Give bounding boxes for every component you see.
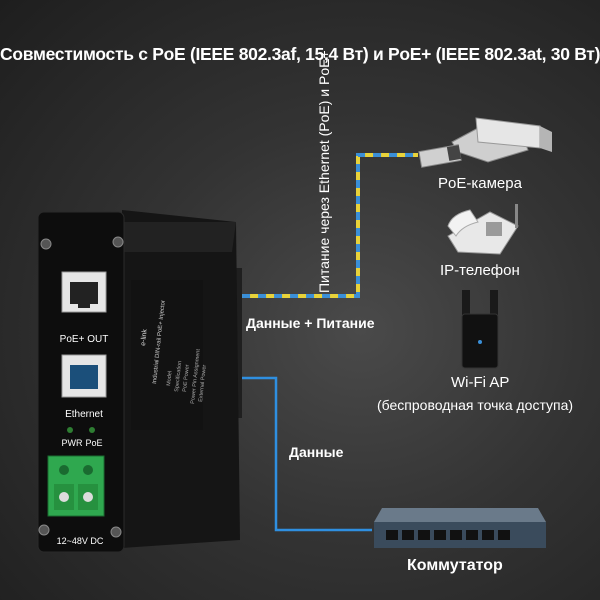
screw-icon	[38, 524, 50, 536]
data-label: Данные	[289, 444, 344, 460]
ap-label: Wi-Fi AP	[451, 374, 510, 391]
spec-line: Model	[166, 371, 174, 387]
brand-text: e-link	[140, 328, 149, 346]
port-out-label: PoE+ OUT	[60, 334, 109, 345]
camera-label: PoE-камера	[438, 175, 522, 192]
spec-line: External Power	[198, 364, 208, 402]
spec-line: Specification	[174, 361, 183, 393]
poe-led-icon	[89, 427, 95, 433]
screw-icon	[40, 238, 52, 250]
dc-terminal-block	[47, 455, 105, 517]
pwr-led-icon	[67, 427, 73, 433]
spec-label	[131, 280, 203, 430]
spec-line: PoE Power	[182, 364, 191, 392]
ip-phone-icon	[447, 204, 519, 255]
switch-label: Коммутатор	[407, 557, 503, 574]
led-poe-label: PoE	[85, 438, 102, 448]
poe-out-port[interactable]	[61, 271, 107, 313]
wifi-ap-icon	[461, 290, 499, 369]
screw-icon	[110, 526, 122, 538]
ap-sublabel: (беспроводная точка доступа)	[377, 397, 574, 413]
phone-label: IP-телефон	[440, 262, 520, 279]
port-in-label: Ethernet	[65, 409, 103, 420]
cable-label: Питание через Ethernet (PoE) и PoE+	[316, 50, 332, 293]
page-title: Совместимость с PoE (IEEE 802.3af, 15,4 …	[0, 44, 600, 64]
spec-line: Power Pin Assignment	[190, 348, 202, 404]
camera-icon	[418, 117, 552, 168]
ethernet-port[interactable]	[61, 354, 107, 398]
poe-injector: e-link Industrial DIN-rail PoE+ Injector…	[37, 210, 242, 553]
switch-icon	[374, 508, 546, 548]
led-pwr-label: PWR	[62, 438, 83, 448]
dc-label: 12~48V DC	[57, 536, 104, 546]
screw-icon	[112, 236, 124, 248]
data-power-label: Данные + Питание	[246, 315, 375, 331]
